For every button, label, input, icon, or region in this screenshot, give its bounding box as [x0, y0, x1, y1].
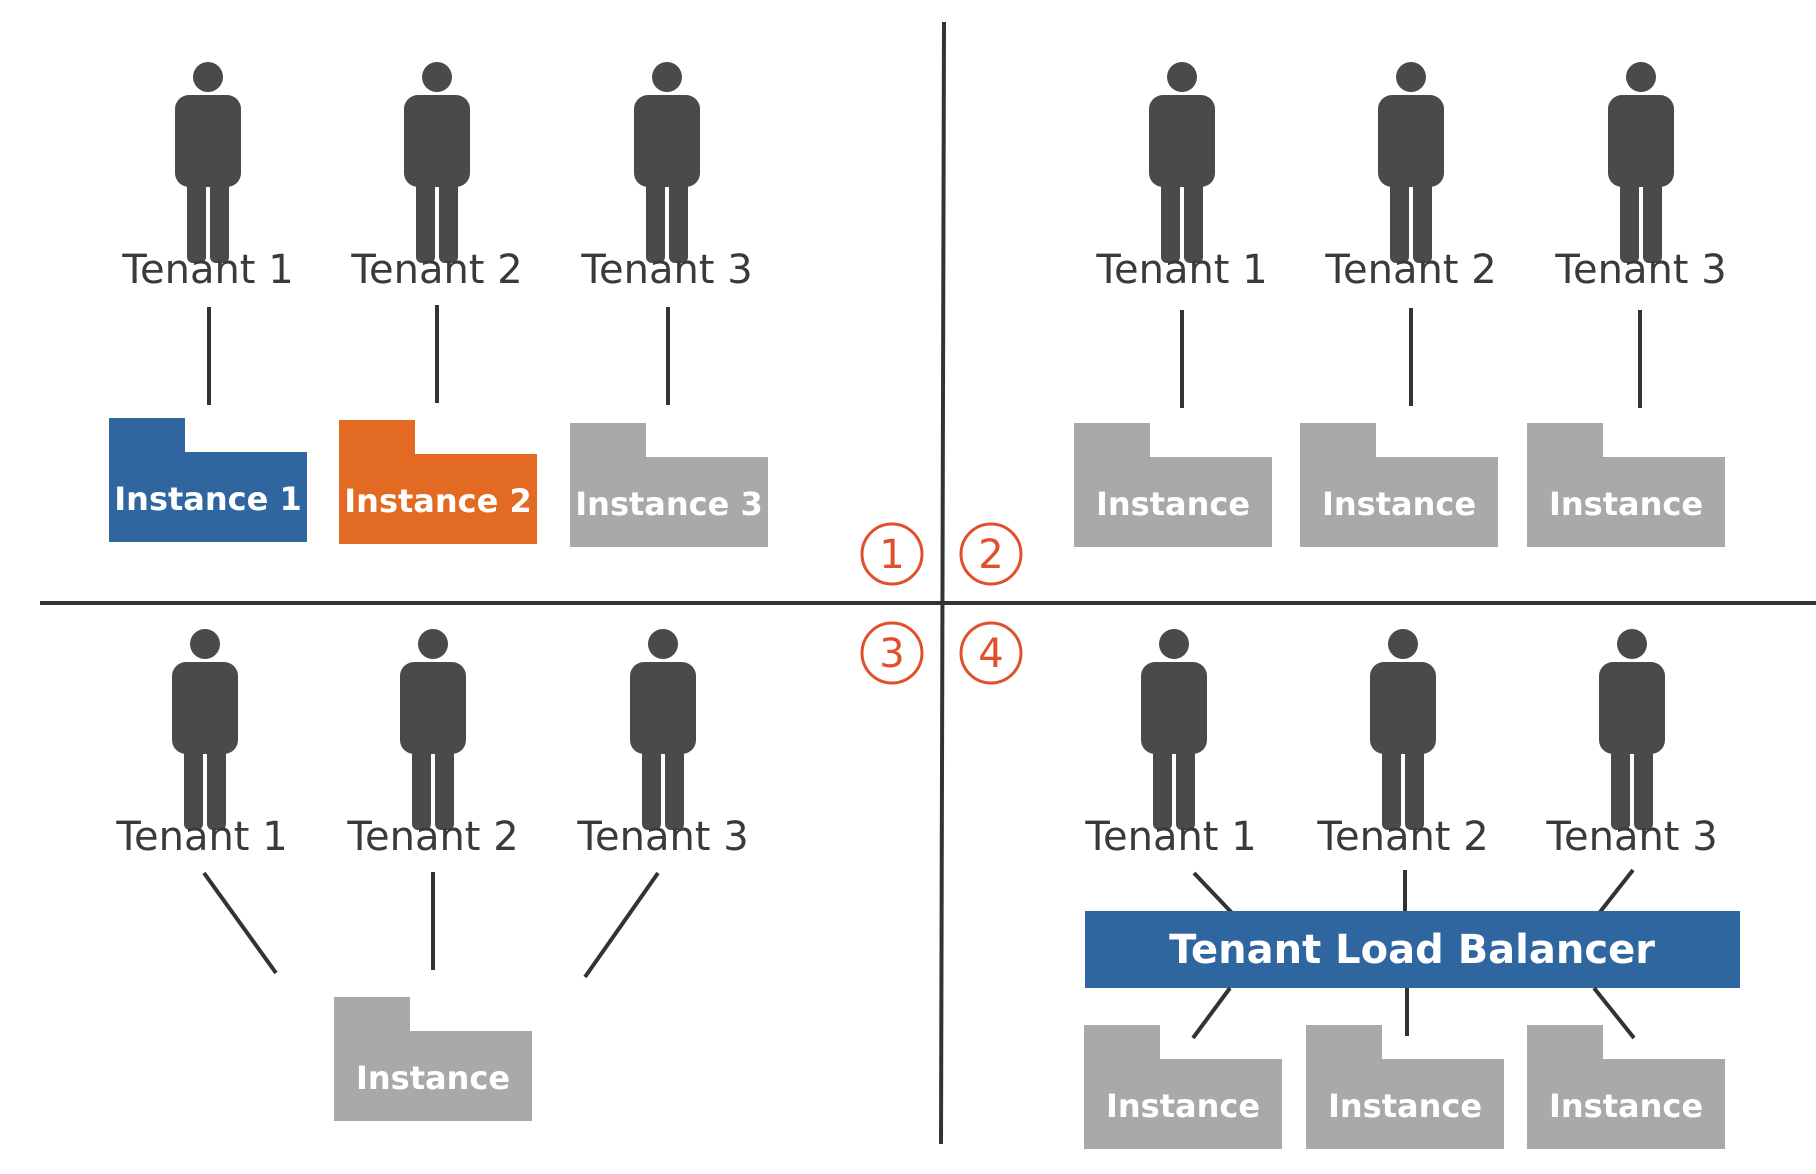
tenant-label: Tenant 2: [1316, 814, 1488, 860]
instance-box: Instance 3: [570, 423, 768, 547]
connector-line: [1598, 868, 1635, 914]
instance-box: Instance 1: [109, 418, 307, 542]
instance-box: Instance: [1527, 423, 1725, 547]
connector-line: [202, 871, 278, 975]
svg-text:Instance: Instance: [1106, 1087, 1260, 1125]
svg-text:Instance: Instance: [1549, 1087, 1703, 1125]
svg-text:1: 1: [879, 532, 904, 578]
tenant-label: Tenant 1: [1095, 247, 1267, 293]
tenant-label: Tenant 3: [1554, 247, 1726, 293]
tenant-label: Tenant 3: [1545, 814, 1717, 860]
tenant-label: Tenant 3: [576, 814, 748, 860]
person-icon: [630, 629, 696, 830]
quadrant-4: Tenant 1 Tenant 2 Tenant 3 Tenant Load B…: [1084, 629, 1740, 1149]
quadrant-4-number: 4: [959, 621, 1023, 685]
tenant-label: Tenant 2: [346, 814, 518, 860]
instance-box: Instance 2: [339, 420, 537, 544]
svg-text:4: 4: [978, 631, 1003, 677]
tenant-label: Tenant 2: [350, 247, 522, 293]
svg-text:3: 3: [879, 631, 904, 677]
instance-box: Instance: [1074, 423, 1272, 547]
svg-text:Instance: Instance: [1322, 485, 1476, 523]
vertical-divider: [939, 21, 946, 1145]
person-icon: [1599, 629, 1665, 830]
person-icon: [175, 62, 241, 263]
person-icon: [1149, 62, 1215, 263]
svg-text:Instance 2: Instance 2: [344, 482, 531, 520]
person-icon: [634, 62, 700, 263]
person-icon: [172, 629, 238, 830]
person-icon: [1608, 62, 1674, 263]
instance-box: Instance: [1306, 1025, 1504, 1149]
tenant-label: Tenant 1: [1084, 814, 1256, 860]
tenant-label: Tenant 2: [1324, 247, 1496, 293]
person-icon: [404, 62, 470, 263]
person-icon: [1370, 629, 1436, 830]
connector-line: [1192, 871, 1235, 916]
svg-text:Instance: Instance: [1328, 1087, 1482, 1125]
quadrant-2-number: 2: [959, 522, 1023, 586]
connector-line: [1592, 986, 1636, 1040]
connector-line: [1191, 986, 1232, 1040]
svg-text:Instance 1: Instance 1: [114, 480, 301, 518]
quadrant-1-number: 1: [860, 522, 924, 586]
quadrant-3: Tenant 1 Tenant 2 Tenant 3 Instance: [115, 629, 749, 1121]
svg-text:2: 2: [978, 532, 1003, 578]
person-icon: [1141, 629, 1207, 830]
tenant-label: Tenant 1: [121, 247, 293, 293]
svg-text:Tenant Load Balancer: Tenant Load Balancer: [1169, 927, 1655, 973]
svg-text:Instance: Instance: [356, 1059, 510, 1097]
svg-text:Instance: Instance: [1549, 485, 1703, 523]
person-icon: [1378, 62, 1444, 263]
quadrant-2: Tenant 1 Tenant 2 Tenant 3 Instance Inst…: [1074, 62, 1727, 547]
instance-box: Instance: [334, 997, 532, 1121]
quadrant-3-number: 3: [860, 621, 924, 685]
instance-box: Instance: [1527, 1025, 1725, 1149]
svg-text:Instance 3: Instance 3: [575, 485, 762, 523]
svg-text:Instance: Instance: [1096, 485, 1250, 523]
person-icon: [400, 629, 466, 830]
tenant-load-balancer: Tenant Load Balancer: [1085, 911, 1740, 988]
tenant-label: Tenant 1: [115, 814, 287, 860]
instance-box: Instance: [1300, 423, 1498, 547]
quadrant-1: Tenant 1 Tenant 2 Tenant 3 Instance 1 In…: [109, 62, 768, 547]
connector-line: [583, 871, 660, 979]
tenant-label: Tenant 3: [580, 247, 752, 293]
instance-box: Instance: [1084, 1025, 1282, 1149]
